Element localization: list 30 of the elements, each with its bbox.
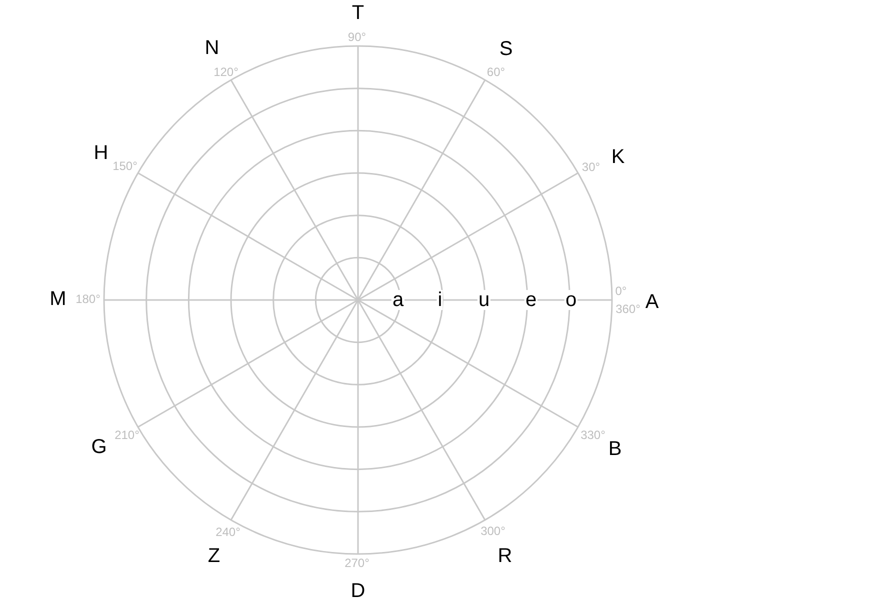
degree-label: 0° [615,285,627,297]
direction-letter: A [645,292,659,312]
ring-letter: i [436,290,444,310]
degree-label: 270° [344,557,370,569]
direction-letter: K [611,147,625,167]
degree-label: 240° [216,526,240,538]
ring-letter: o [564,290,578,310]
direction-letter: G [91,437,107,457]
degree-label: 360° [616,303,640,315]
degree-label: 300° [480,525,506,537]
direction-letter: M [50,289,66,309]
ring-letter: a [391,290,405,310]
ring-letter: e [524,290,538,310]
direction-letter: S [499,39,513,59]
ring-letter: u [477,290,491,310]
direction-letter: R [498,546,512,566]
degree-label: 150° [112,160,138,172]
degree-label: 210° [114,429,140,441]
degree-label: 120° [214,66,238,78]
degree-label: 30° [582,161,600,173]
direction-letter: B [608,439,622,459]
degree-label: 90° [348,31,366,43]
direction-letter: N [204,38,220,58]
direction-letter: T [352,3,364,23]
direction-letter: Z [208,546,220,566]
degree-label: 60° [486,66,506,78]
direction-letter: D [350,581,366,601]
degree-label: 180° [76,293,100,305]
degree-label: 330° [580,429,606,441]
direction-letter: H [94,143,108,163]
